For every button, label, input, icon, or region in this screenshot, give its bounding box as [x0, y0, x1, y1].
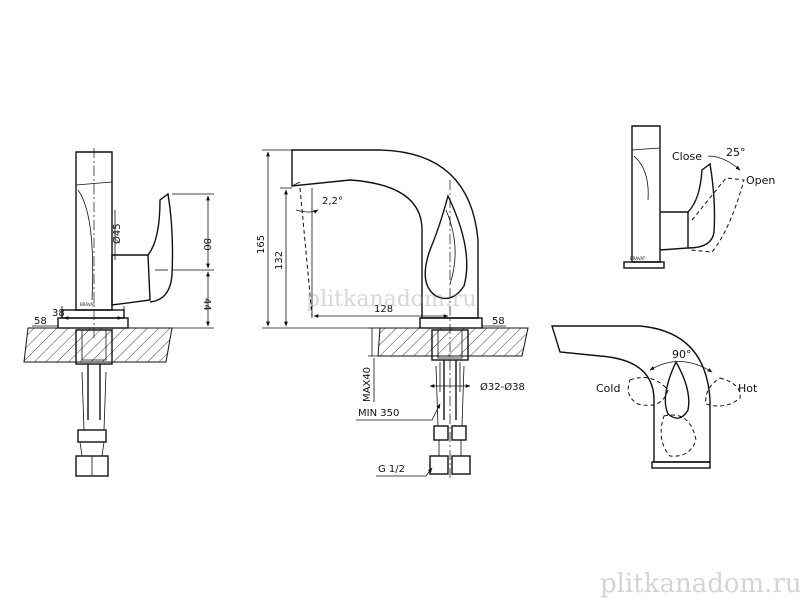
label-rotation: 90° — [672, 348, 692, 361]
watermark-corner: plitkanadom.ru — [600, 569, 800, 599]
front-hose-nut-right — [451, 455, 471, 475]
dim-front-inner-height: 132 — [274, 251, 285, 270]
rotation-handle-center — [664, 360, 690, 419]
label-cold: Cold — [596, 382, 620, 395]
side-view: BRAVAT 80 44 Ø45 38 58 — [23, 148, 214, 477]
dim-side-height-upper: 80 — [201, 238, 212, 251]
tilt-handle-open — [689, 177, 745, 253]
dim-front-total-height: 165 — [256, 235, 267, 254]
dim-side-height-lower: 44 — [201, 298, 212, 311]
dim-side-base-width: 38 — [52, 308, 65, 319]
side-handle — [111, 254, 151, 306]
rotation-handle-cold — [627, 377, 669, 406]
front-handle — [424, 193, 468, 300]
dim-front-thread: G 1/2 — [378, 464, 405, 475]
rotation-spout — [551, 325, 711, 463]
rotation-base — [651, 461, 711, 469]
tilt-view: BRAVAT Close 25° Open — [623, 125, 775, 269]
label-hot: Hot — [738, 382, 758, 395]
side-base-plate — [61, 309, 125, 319]
tilt-brand-mark: BRAVAT — [630, 256, 646, 261]
dim-front-flange-width: 58 — [492, 316, 505, 327]
dim-front-reach: 128 — [374, 304, 393, 315]
side-countertop — [23, 327, 173, 363]
dim-front-max-thickness: MAX40 — [362, 367, 373, 402]
tilt-base — [623, 261, 665, 269]
watermark-center: plitkanadom.ru — [306, 287, 477, 312]
front-hose-nut-left — [429, 455, 449, 475]
rotation-handle-hot — [705, 377, 741, 407]
side-brand-mark: BRAVAT — [80, 302, 96, 307]
tilt-handle-closed — [687, 162, 716, 249]
tilt-body — [631, 125, 661, 263]
label-close: Close — [672, 150, 702, 163]
label-handle-tilt: 25° — [726, 146, 746, 159]
rotation-view: 90° Cold Hot — [551, 325, 758, 469]
dim-front-hole-diameter: Ø32-Ø38 — [480, 381, 525, 393]
side-hose-nut — [77, 429, 107, 443]
dim-side-flange-width: 58 — [34, 316, 47, 327]
dim-front-hose-length: MIN 350 — [358, 408, 399, 419]
dim-side-diameter: Ø45 — [111, 223, 123, 244]
front-base-plate — [419, 317, 483, 329]
dim-front-angle: 2,2° — [322, 196, 343, 207]
front-view: 165 132 128 2,2° 58 MAX40 Ø32-Ø38 MIN 35… — [256, 149, 529, 480]
label-open: Open — [746, 174, 775, 187]
front-countertop — [377, 327, 529, 357]
